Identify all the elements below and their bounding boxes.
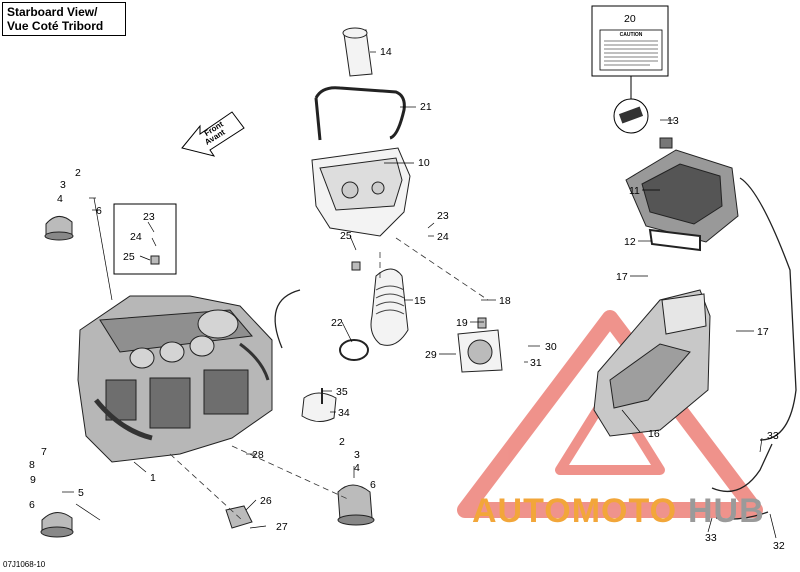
caution-text: CAUTION	[620, 32, 643, 38]
engine-mounts	[40, 216, 487, 538]
callout-26: 26	[260, 495, 272, 507]
callout-20: 20	[624, 13, 636, 25]
callout-13: 13	[667, 115, 679, 127]
assembly-lines	[169, 237, 489, 521]
callout-30: 30	[545, 341, 557, 353]
callout-24a: 24	[130, 231, 142, 243]
callout-23a: 23	[143, 211, 155, 223]
engine-block	[77, 295, 273, 463]
airbox-assembly	[301, 27, 503, 422]
callout-9: 9	[30, 474, 36, 486]
callout-35: 35	[336, 386, 348, 398]
callout-21: 21	[420, 101, 432, 113]
callout-17a: 17	[616, 271, 628, 283]
callout-3a: 3	[60, 179, 66, 191]
callout-29: 29	[425, 349, 437, 361]
callout-17b: 17	[757, 326, 769, 338]
callout-3b: 3	[354, 449, 360, 461]
callout-4a: 4	[57, 193, 63, 205]
view-label-line1: Starboard View/	[7, 5, 98, 19]
callout-22: 22	[331, 317, 343, 329]
front-arrow: Front Avant	[181, 111, 245, 157]
callout-33a: 33	[767, 430, 779, 442]
callout-5a: 5	[78, 487, 84, 499]
callout-2a: 2	[75, 167, 81, 179]
callout-18: 18	[499, 295, 511, 307]
callout-labels: 14 21 10 20 13 11 12 17 17 2 3 4 6 23 24…	[29, 13, 785, 552]
leader-lines	[62, 51, 777, 539]
callout-28: 28	[252, 449, 264, 461]
drawing-reference: 07J1068-10	[3, 560, 46, 569]
callout-16: 16	[648, 428, 660, 440]
callout-19: 19	[456, 317, 468, 329]
callout-6a: 6	[96, 205, 102, 217]
callout-4b: 4	[354, 462, 360, 474]
watermark-automoto: AUTOMOTO	[472, 492, 677, 530]
callout-15: 15	[414, 295, 426, 307]
valve-cover	[625, 137, 739, 252]
callout-10: 10	[418, 157, 430, 169]
callout-25b: 25	[340, 230, 352, 242]
callout-31: 31	[530, 357, 542, 369]
exhaust-muffler	[593, 289, 711, 437]
callout-23b: 23	[437, 210, 449, 222]
callout-2b: 2	[339, 436, 345, 448]
callout-11: 11	[629, 185, 640, 197]
callout-1: 1	[150, 472, 156, 484]
callout-7: 7	[41, 446, 47, 458]
callout-32: 32	[773, 540, 785, 552]
view-label-line2: Vue Coté Tribord	[7, 19, 104, 33]
callout-25a: 25	[123, 251, 135, 263]
view-label-box: Starboard View/ Vue Coté Tribord	[2, 2, 126, 36]
callout-14: 14	[380, 46, 392, 58]
callout-6c: 6	[370, 479, 376, 491]
callout-8: 8	[29, 459, 35, 471]
callout-27: 27	[276, 521, 288, 533]
inset-frame	[113, 203, 177, 275]
callout-33b: 33	[705, 532, 717, 544]
callout-24b: 24	[437, 231, 449, 243]
callout-6b: 6	[29, 499, 35, 511]
hose-lines	[274, 177, 797, 520]
callout-12: 12	[624, 236, 636, 248]
watermark-text: AUTOMOTO HUB	[472, 492, 765, 530]
caution-decal: CAUTION	[591, 5, 669, 134]
callout-34: 34	[338, 407, 350, 419]
watermark-hub: HUB	[688, 492, 765, 530]
